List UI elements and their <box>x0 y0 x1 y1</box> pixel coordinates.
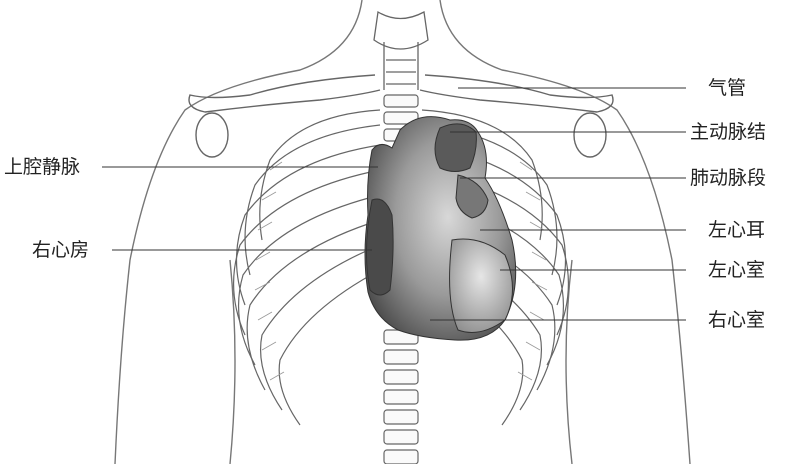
label-left-atrial-appendage: 左心耳 <box>708 219 765 241</box>
label-superior-vena-cava: 上腔静脉 <box>4 156 80 178</box>
label-aortic-knob: 主动脉结 <box>690 121 766 143</box>
label-left-ventricle: 左心室 <box>708 259 765 281</box>
label-pulmonary-artery-segment: 肺动脉段 <box>690 167 766 189</box>
label-right-atrium: 右心房 <box>32 239 89 261</box>
label-trachea: 气管 <box>708 77 746 99</box>
heart <box>365 117 516 341</box>
trachea <box>374 12 428 90</box>
label-right-ventricle: 右心室 <box>708 309 765 331</box>
